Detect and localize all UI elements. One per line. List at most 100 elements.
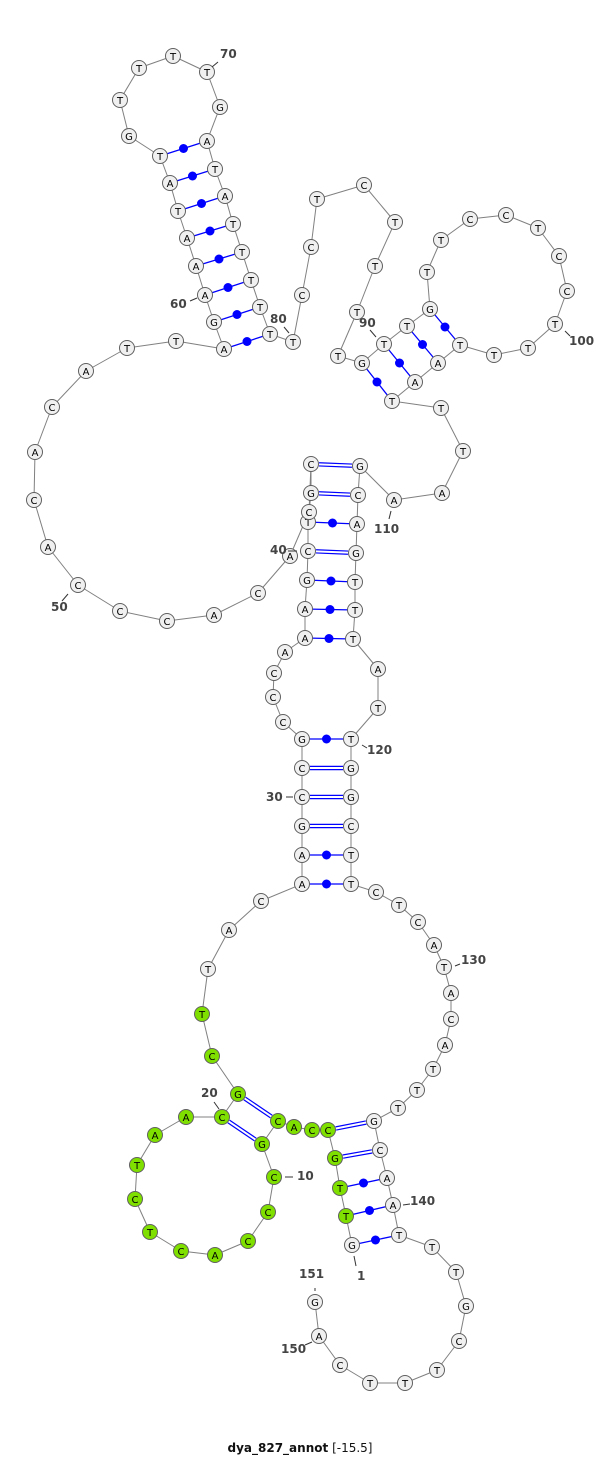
nucleotide: T xyxy=(165,48,181,64)
nucleotide-letter: C xyxy=(299,793,306,804)
nucleotide: C xyxy=(410,914,426,930)
nucleotide: C xyxy=(294,760,310,776)
index-label: 90 xyxy=(359,316,376,330)
nucleotide: T xyxy=(429,1362,445,1378)
nucleotide: T xyxy=(347,574,363,590)
nucleotide-letter: A xyxy=(184,234,191,245)
nucleotide-letter: C xyxy=(361,181,368,192)
nucleotide-letter: C xyxy=(49,403,56,414)
nucleotide: T xyxy=(243,272,259,288)
backbone-link xyxy=(356,265,376,313)
nucleotide-letter: T xyxy=(204,965,212,976)
nucleotide-letter: C xyxy=(415,918,422,929)
nucleotide-letter: A xyxy=(211,611,218,622)
nucleotide: A xyxy=(78,363,94,379)
nucleotide-letter: A xyxy=(431,941,438,952)
nucleotide-letter: T xyxy=(403,322,411,333)
nucleotide-letter: T xyxy=(534,224,542,235)
index-label: 140 xyxy=(410,1194,435,1208)
pair-dot xyxy=(365,1206,374,1215)
nucleotide-letter: T xyxy=(133,1161,141,1172)
index-label: 60 xyxy=(170,297,187,311)
nucleotide: T xyxy=(399,318,415,334)
nucleotide: A xyxy=(294,876,310,892)
index-tick xyxy=(454,963,461,967)
nucleotide-letter: A xyxy=(302,605,309,616)
nucleotide-letter: T xyxy=(524,344,532,355)
nucleotide-letter: A xyxy=(391,496,398,507)
base-pair xyxy=(302,850,351,860)
nucleotide-letter: C xyxy=(280,718,287,729)
nucleotide: T xyxy=(200,961,216,977)
nucleotide-letter: G xyxy=(370,1117,378,1128)
nucleotide: A xyxy=(199,133,215,149)
nucleotide: T xyxy=(376,336,392,352)
nucleotide: C xyxy=(266,1169,282,1185)
nucleotide: T xyxy=(547,316,563,332)
index-label: 1 xyxy=(357,1269,365,1283)
nucleotide: A xyxy=(162,175,178,191)
nucleotide: G xyxy=(307,1294,323,1310)
nucleotide: C xyxy=(294,789,310,805)
backbone-link xyxy=(316,184,365,200)
backbone-link xyxy=(47,546,79,586)
backbone-link xyxy=(310,198,318,248)
nucleotide-letter: T xyxy=(388,397,396,408)
nucleotide: A xyxy=(385,1197,401,1213)
nucleotide-letter: T xyxy=(123,344,131,355)
nucleotide: G xyxy=(354,355,370,371)
pair-dot xyxy=(188,171,197,181)
nucleotide: C xyxy=(304,1122,320,1138)
nucleotide-letter: C xyxy=(270,693,277,704)
nucleotide: C xyxy=(159,613,175,629)
nucleotide-letter: C xyxy=(31,496,38,507)
nucleotide-letter: G xyxy=(311,1298,319,1309)
base-pair xyxy=(345,1204,394,1217)
nucleotide-letter: G xyxy=(348,1241,356,1252)
nucleotide: A xyxy=(426,937,442,953)
nucleotide: G xyxy=(422,301,438,317)
nucleotide: T xyxy=(142,1224,158,1240)
nucleotide-letter: T xyxy=(351,606,359,617)
base-pair xyxy=(339,1177,388,1189)
nucleotide: C xyxy=(551,248,567,264)
nucleotide-letter: A xyxy=(221,345,228,356)
nucleotide-letter: C xyxy=(75,581,82,592)
nucleotide-letter: T xyxy=(256,303,264,314)
nucleotide-letter: T xyxy=(371,262,379,273)
nucleotide: A xyxy=(147,1127,163,1143)
nucleotide-letter: A xyxy=(222,192,229,203)
nucleotide: C xyxy=(70,577,86,593)
nucleotide-letter: T xyxy=(146,1228,154,1239)
base-pair xyxy=(315,549,349,555)
nucleotide: G xyxy=(303,485,319,501)
pair-dot xyxy=(232,310,242,319)
nucleotide-letter: T xyxy=(395,1231,403,1242)
pair-dot xyxy=(322,734,331,744)
nucleotide-letter: T xyxy=(135,64,143,75)
nucleotide: T xyxy=(419,264,435,280)
nucleotide: A xyxy=(437,1037,453,1053)
base-pair xyxy=(307,518,358,528)
base-pair xyxy=(318,491,351,497)
nucleotide-letter: T xyxy=(374,704,382,715)
nucleotide-letter: C xyxy=(564,287,571,298)
nucleotide-letter: T xyxy=(203,68,211,79)
nucleotide-letter: C xyxy=(325,1126,332,1137)
nucleotide: T xyxy=(448,1264,464,1280)
nucleotide: A xyxy=(297,601,313,617)
nucleotide-letter: G xyxy=(347,764,355,775)
index-label: 110 xyxy=(374,522,399,536)
backbone-link xyxy=(51,370,87,408)
nucleotide-letter: T xyxy=(116,96,124,107)
nucleotide: G xyxy=(212,99,228,115)
nucleotide: C xyxy=(265,689,281,705)
base-pair xyxy=(335,1120,367,1131)
nucleotide-letter: G xyxy=(125,132,133,143)
nucleotide-letter: A xyxy=(152,1131,159,1142)
nucleotide-letter: T xyxy=(366,1379,374,1390)
nucleotide: C xyxy=(260,1204,276,1220)
nucleotide-letter: C xyxy=(132,1195,139,1206)
nucleotide-letter: A xyxy=(412,378,419,389)
nucleotide: A xyxy=(282,548,298,564)
